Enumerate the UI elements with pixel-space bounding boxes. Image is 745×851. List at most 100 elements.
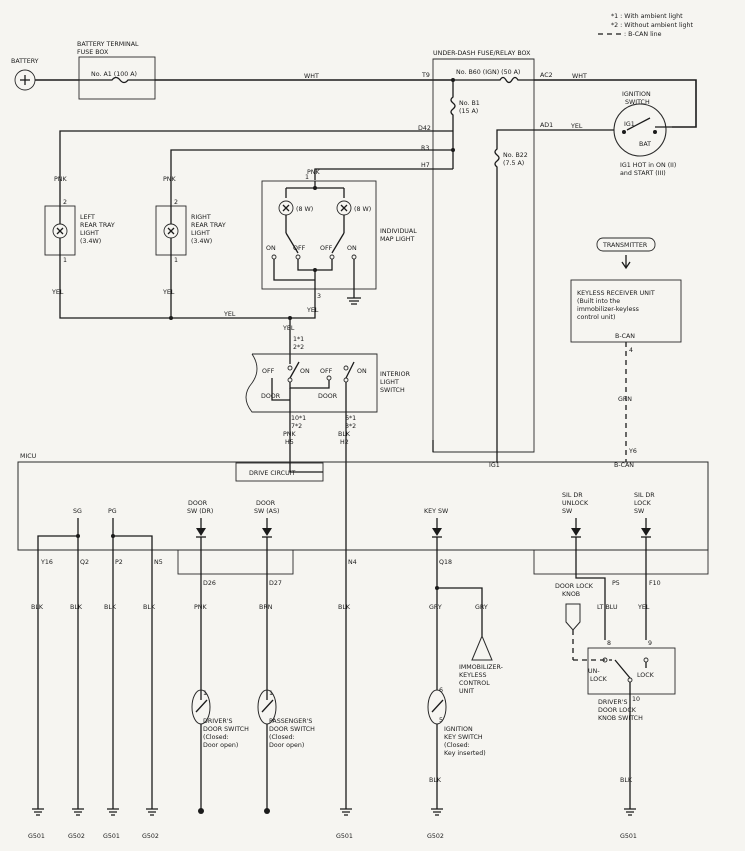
micu-connector-pins: Y16 Q2 P2 N5 D26 D27 N4 Q18 P5 F10 [40, 559, 661, 587]
ignition-bat: BAT [639, 141, 651, 148]
pin-d42: D42 [418, 125, 431, 132]
wire-wht-ac2 [534, 79, 697, 128]
wire-label-blk-p2: BLK [104, 604, 117, 611]
micu-lock-1: SIL DR [634, 492, 655, 499]
fuse-b22-label: No. B22 [503, 152, 528, 159]
pin-n4: N4 [348, 559, 357, 566]
immobilizer-title-1: IMMOBILIZER- [459, 664, 503, 671]
legend-note-3: : B-CAN line [624, 31, 662, 38]
int-sw-title-3: SWITCH [380, 387, 405, 394]
interior-light-switch: 1*1 2*2 OFF ON OFF ON DOOR DOOR INTERIOR… [245, 336, 411, 446]
pin-h7: H7 [421, 162, 430, 169]
knob-switch-title-1: DRIVER'S [598, 699, 627, 706]
under-dash-fuse-relay-box: UNDER-DASH FUSE/RELAY BOX T9 AC2 No. B60… [418, 50, 553, 453]
pin-y16: Y16 [40, 559, 53, 566]
map-sw-1-off: OFF [293, 245, 306, 252]
pin-right-1: 1 [174, 257, 178, 264]
ign-key-title-3: (Closed: [444, 742, 470, 749]
micu-door-dr-2: SW (DR) [187, 508, 213, 515]
pin-switch-1: 1*1 [293, 336, 304, 343]
wire-label-wht-1: WHT [304, 73, 319, 80]
pin-n5: N5 [154, 559, 163, 566]
map-sw-2-off: OFF [320, 245, 333, 252]
pin-d27: D27 [269, 580, 282, 587]
map-light-title-2: MAP LIGHT [380, 236, 415, 243]
passenger-door-title-3: (Closed: [269, 734, 295, 741]
map-light-ground [347, 297, 361, 305]
pin-q18: Q18 [439, 559, 452, 566]
int-sw-door-2: DOOR [318, 393, 338, 400]
int-sw-2-off: OFF [320, 368, 333, 375]
passenger-door-title-1: PASSENGER'S [269, 718, 312, 725]
pin-r3: R3 [421, 145, 429, 152]
battery-terminal-fuse-box: BATTERY TERMINAL FUSE BOX No. A1 (100 A) [77, 41, 156, 100]
passenger-door-title-4: Door open) [269, 742, 304, 749]
pin-h2: H2 [340, 439, 349, 446]
pin-ign-key-5: 5 [439, 717, 443, 724]
keyless-title-2: (Built into the [577, 298, 620, 305]
transmitter-label: TRANSMITTER [602, 242, 648, 249]
driver-door-title-4: Door open) [203, 742, 238, 749]
wire-r3 [170, 149, 453, 206]
ground-g501-3: G501 [336, 833, 353, 840]
wire-label-blk-ign: BLK [429, 777, 442, 784]
fuse-a1 [79, 76, 155, 84]
keyless-title-3: immobilizer-keyless [577, 306, 639, 313]
wire-yel-ad1 [494, 129, 614, 452]
ignition-switch: IGNITION SWITCH IG1 BAT IG1 HOT in ON (I… [613, 91, 676, 177]
fuse-b1 [450, 80, 456, 169]
transmitter-box [596, 237, 656, 252]
pin-switch-6: 6*1 [345, 415, 356, 422]
wire-label-yel-bus: YEL [223, 311, 236, 318]
keyless-bcan: B-CAN [615, 333, 635, 340]
wire-d42 [59, 130, 453, 206]
int-sw-1-off: OFF [262, 368, 275, 375]
left-tray-title-1: LEFT [80, 214, 95, 221]
ground-g502-3: G502 [427, 833, 444, 840]
wire-label-yel-map: YEL [306, 307, 319, 314]
wire-label-yel-right: YEL [162, 289, 175, 296]
immobilizer-title-3: CONTROL [459, 680, 490, 687]
passenger-door-title-2: DOOR SWITCH [269, 726, 315, 733]
int-sw-2-on: ON [357, 368, 367, 375]
wire-label-yel-left: YEL [51, 289, 64, 296]
micu-unlock-2: UNLOCK [562, 500, 589, 507]
door-lock-knob-2: KNOB [562, 591, 580, 598]
legend-note-2: *2 : Without ambient light [611, 22, 693, 29]
drive-circuit-label: DRIVE CIRCUIT [249, 470, 296, 477]
pin-passenger-door-1: 1 [269, 690, 273, 697]
fuse-box-title-2: FUSE BOX [77, 49, 109, 56]
micu-unlock-1: SIL DR [562, 492, 583, 499]
keyless-receiver-unit: TRANSMITTER KEYLESS RECEIVER UNIT (Built… [570, 237, 682, 354]
right-tray-title-2: REAR TRAY [191, 222, 226, 229]
pin-left-1: 1 [63, 257, 67, 264]
fuse-b60 [453, 76, 534, 84]
wire-label-yel-ad1: YEL [570, 123, 583, 130]
pin-switch-2: 2*2 [293, 344, 304, 351]
micu: MICU DRIVE CIRCUIT IG1 B-CAN SG PG DOOR … [17, 453, 709, 575]
left-tray-title-4: (3.4W) [80, 238, 101, 245]
micu-title: MICU [20, 453, 37, 460]
driver-door-title-1: DRIVER'S [203, 718, 232, 725]
ignition-note-1: IG1 HOT in ON (II) [620, 162, 676, 169]
pin-ign-key-6: 6 [439, 687, 443, 694]
ground-g502-1: G502 [68, 833, 85, 840]
ground-g501-2: G501 [103, 833, 120, 840]
map-light-title-1: INDIVIDUAL [380, 228, 417, 235]
ignition-switch-title-2: SWITCH [625, 99, 650, 106]
individual-map-light: PNK 1 (8 W) (8 W) ON OFF OFF ON 3 INDIVI… [261, 169, 417, 305]
pin-driver-door-1: 1 [203, 690, 207, 697]
knob-unlock-2: LOCK [590, 676, 608, 683]
fuse-b60-label: No. B60 (IGN) (50 A) [456, 69, 520, 76]
wire-label-blk-q2: BLK [70, 604, 83, 611]
micu-pg: PG [108, 508, 117, 515]
wire-label-brn-d27: BRN [259, 604, 273, 611]
wire-label-pnk-right: PNK [163, 176, 177, 183]
ignition-ig1: IG1 [624, 121, 635, 128]
fuse-b1-label: No. B1 [459, 100, 480, 107]
pin-keyless-4: 4 [629, 347, 633, 354]
wire-label-yel-switch: YEL [282, 325, 295, 332]
int-sw-title-1: INTERIOR [380, 371, 411, 378]
map-sw-2-on: ON [347, 245, 357, 252]
